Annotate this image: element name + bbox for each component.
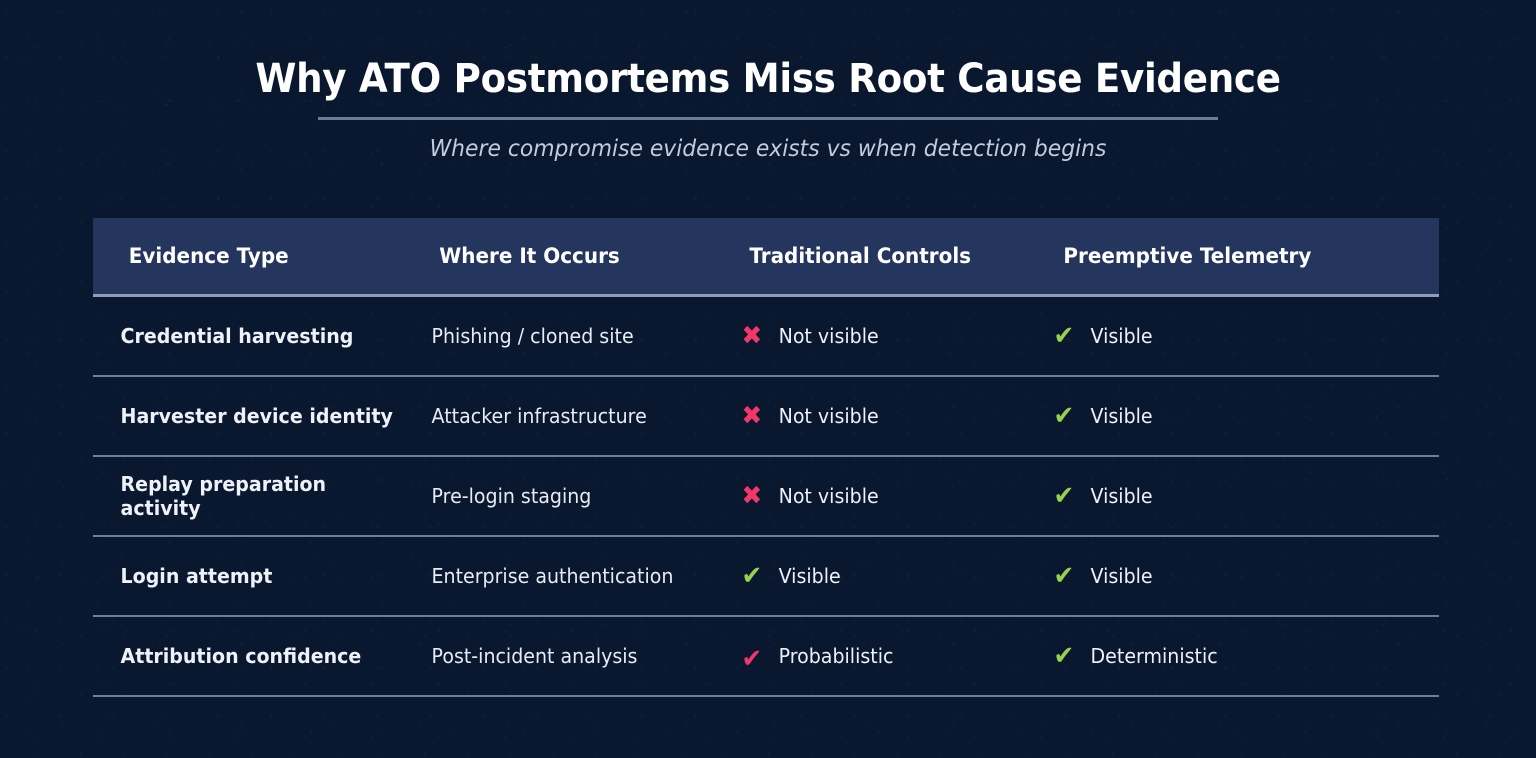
check-mark-icon: ✔	[1053, 481, 1075, 511]
status-label: Probabilistic	[778, 644, 894, 668]
cell-preemptive-telemetry: ✔ Visible	[1044, 295, 1439, 377]
status-label: Visible	[1090, 324, 1153, 348]
column-header-label: Where It Occurs	[439, 244, 620, 268]
column-header-where-it-occurs: Where It Occurs	[430, 218, 726, 297]
title-divider	[318, 117, 1218, 120]
evidence-type-label: Harvester device identity	[120, 404, 393, 428]
column-header-label: Evidence Type	[128, 244, 289, 268]
evidence-type-label: Login attempt	[120, 564, 273, 588]
status-label: Visible	[1090, 404, 1153, 428]
status-label: Not visible	[778, 404, 879, 428]
page-title: Why ATO Postmortems Miss Root Cause Evid…	[255, 56, 1281, 102]
table-row: Login attempt Enterprise authentication ✔ V…	[93, 536, 1439, 617]
status-label: Deterministic	[1090, 644, 1218, 668]
status-label: Visible	[778, 564, 841, 588]
cell-preemptive-telemetry: ✔ Visible	[1044, 376, 1439, 457]
status-label: Not visible	[778, 484, 879, 508]
cross-mark-icon: ✖	[741, 321, 763, 351]
check-mark-icon: ✔	[1053, 561, 1075, 591]
status-label: Visible	[1090, 484, 1153, 508]
where-it-occurs-label: Pre-login staging	[431, 484, 592, 508]
cross-mark-icon: ✖	[741, 401, 763, 431]
evidence-type-label: Attribution confidence	[120, 644, 362, 668]
cell-traditional-controls: ✖ Not visible	[733, 456, 1044, 537]
cell-where-it-occurs: Attacker infrastructure	[423, 376, 733, 457]
check-mark-icon: ✔	[1053, 321, 1075, 351]
cell-traditional-controls: ✔ Visible	[733, 536, 1044, 617]
evidence-type-label: Replay preparation activity	[120, 472, 327, 520]
cell-where-it-occurs: Phishing / cloned site	[423, 295, 733, 377]
status-label: Not visible	[778, 324, 879, 348]
cell-traditional-controls: ✖ Not visible	[733, 376, 1044, 457]
table-row: Replay preparation activity Pre-login sta…	[93, 456, 1439, 537]
cell-traditional-controls: ✖ Not visible	[733, 295, 1044, 377]
evidence-type-label: Credential harvesting	[120, 324, 354, 348]
where-it-occurs-label: Phishing / cloned site	[431, 324, 634, 348]
check-mark-icon: ✔	[1053, 641, 1075, 671]
table-header: Evidence Type Where It Occurs Traditiona…	[93, 218, 1439, 297]
column-header-preemptive-telemetry: Preemptive Telemetry	[1053, 218, 1430, 297]
table-row: Harvester device identity Attacker infras…	[93, 376, 1439, 457]
cross-mark-icon: ✖	[741, 481, 763, 511]
table-header-row: Evidence Type Where It Occurs Traditiona…	[93, 218, 1439, 297]
table-body: Credential harvesting Phishing / cloned s…	[93, 295, 1439, 697]
check-mark-icon: ✔	[1053, 401, 1075, 431]
cell-where-it-occurs: Post-incident analysis	[423, 616, 733, 697]
column-header-traditional-controls: Traditional Controls	[740, 218, 1037, 297]
cell-traditional-controls: ✔ Probabilistic	[733, 616, 1044, 697]
table-row: Attribution confidence Post-incident anal…	[93, 616, 1439, 697]
title-block: Why ATO Postmortems Miss Root Cause Evid…	[0, 0, 1536, 162]
column-header-evidence-type: Evidence Type	[101, 218, 415, 297]
column-header-label: Preemptive Telemetry	[1063, 244, 1312, 268]
cell-preemptive-telemetry: ✔ Deterministic	[1044, 616, 1439, 697]
check-mark-icon: ✔	[741, 561, 763, 591]
cell-preemptive-telemetry: ✔ Visible	[1044, 456, 1439, 537]
column-header-label: Traditional Controls	[749, 244, 972, 268]
table-row: Credential harvesting Phishing / cloned s…	[93, 295, 1439, 377]
cell-evidence-type: Harvester device identity	[93, 376, 423, 457]
cell-preemptive-telemetry: ✔ Visible	[1044, 536, 1439, 617]
cell-evidence-type: Credential harvesting	[93, 295, 423, 377]
status-label: Visible	[1090, 564, 1153, 588]
cell-evidence-type: Replay preparation activity	[93, 456, 423, 537]
page-subtitle: Where compromise evidence exists vs when…	[429, 136, 1107, 162]
cell-evidence-type: Login attempt	[93, 536, 423, 617]
cell-evidence-type: Attribution confidence	[93, 616, 423, 697]
cell-where-it-occurs: Pre-login staging	[423, 456, 733, 537]
evidence-table-wrapper: Evidence Type Where It Occurs Traditiona…	[93, 218, 1439, 697]
where-it-occurs-label: Post-incident analysis	[431, 644, 638, 668]
cell-where-it-occurs: Enterprise authentication	[423, 536, 733, 617]
evidence-table: Evidence Type Where It Occurs Traditiona…	[93, 218, 1439, 697]
where-it-occurs-label: Enterprise authentication	[431, 564, 674, 588]
check-mark-icon: ✔	[741, 646, 763, 666]
where-it-occurs-label: Attacker infrastructure	[431, 404, 647, 428]
